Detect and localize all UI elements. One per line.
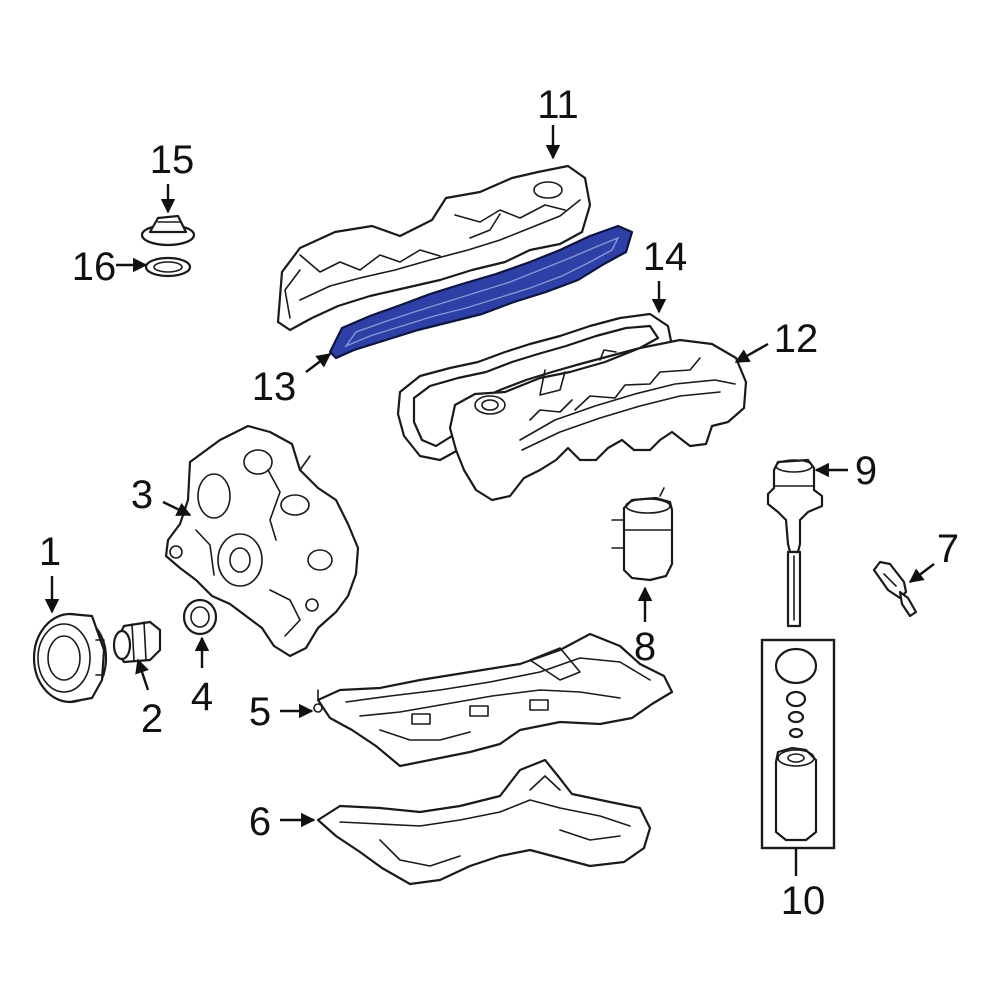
callout-3: 3 [131, 473, 153, 517]
crankshaft-seal-sleeve[interactable] [112, 620, 162, 664]
cap-seal-ring[interactable] [144, 256, 192, 278]
callout-9: 9 [855, 449, 877, 493]
front-crankshaft-seal[interactable] [182, 598, 218, 636]
valve-cover-right[interactable] [448, 338, 748, 502]
callout-12: 12 [774, 317, 819, 361]
callout-1: 1 [39, 530, 61, 574]
valve-cover-gasket-left[interactable] [328, 224, 634, 360]
callout-10: 10 [781, 879, 826, 923]
callout-6: 6 [249, 800, 271, 844]
callout-2: 2 [141, 697, 163, 741]
oil-filter-housing[interactable] [611, 487, 674, 582]
callout-8: 8 [634, 625, 656, 669]
callout-16: 16 [72, 245, 117, 289]
callout-11: 11 [537, 83, 579, 127]
callout-4: 4 [191, 675, 213, 719]
callout-labels: 1 2 3 4 5 6 7 8 9 10 11 12 13 14 15 16 [39, 83, 959, 923]
callout-5: 5 [249, 690, 271, 734]
oil-filler-cap[interactable] [140, 214, 196, 247]
oil-filter-cap-assembly[interactable] [766, 458, 824, 628]
oil-filter-kit[interactable] [760, 638, 836, 850]
callout-13: 13 [252, 365, 297, 409]
callout-7: 7 [937, 527, 959, 571]
lower-oil-pan[interactable] [316, 758, 652, 886]
callout-14: 14 [643, 235, 688, 279]
crankshaft-pulley[interactable] [32, 612, 108, 704]
upper-oil-pan[interactable] [313, 632, 674, 768]
callout-15: 15 [150, 138, 195, 182]
leader-lines [44, 125, 935, 876]
oil-sensor[interactable] [872, 560, 918, 618]
timing-cover[interactable] [164, 424, 360, 658]
valve-cover-left[interactable] [276, 164, 592, 332]
